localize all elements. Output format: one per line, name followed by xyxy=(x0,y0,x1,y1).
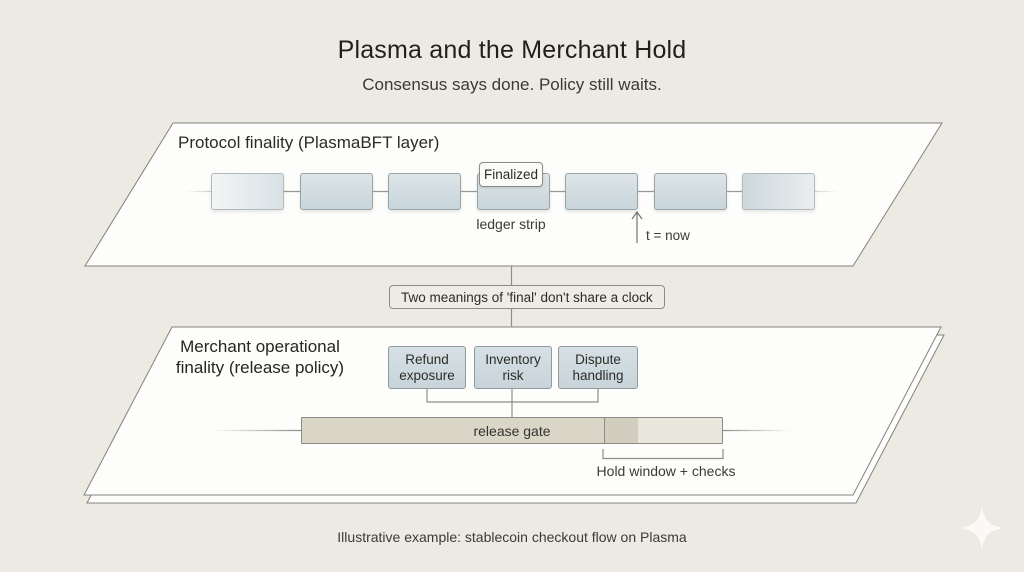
page-subtitle: Consensus says done. Policy still waits. xyxy=(362,75,662,94)
risk-box-dispute: Dispute handling xyxy=(558,346,638,389)
merchant-layer-label-line1: Merchant operational xyxy=(180,337,340,356)
release-gate-open-segment xyxy=(302,418,604,443)
bridge-badge: Two meanings of 'final' don't share a cl… xyxy=(389,285,665,309)
finalized-badge: Finalized xyxy=(479,162,543,187)
merchant-layer-label: Merchant operational finality (release p… xyxy=(160,336,360,378)
merchant-layer-label-line2: finality (release policy) xyxy=(175,358,345,377)
now-marker-arrow xyxy=(631,210,643,243)
footer-caption: Illustrative example: stablecoin checkou… xyxy=(337,529,687,545)
release-gate-label: release gate xyxy=(473,422,551,439)
release-gate-hold-segment xyxy=(604,418,638,443)
ledger-strip-label: ledger strip xyxy=(476,216,546,232)
risk-box-inventory: Inventory risk xyxy=(474,346,552,389)
risk-box-refund: Refund exposure xyxy=(388,346,466,389)
release-gate-tail-segment xyxy=(638,418,722,443)
now-marker-label: t = now xyxy=(646,228,690,243)
release-gate-bar xyxy=(301,417,723,444)
hold-window-label: Hold window + checks xyxy=(596,463,736,479)
page-title: Plasma and the Merchant Hold xyxy=(337,36,687,64)
hold-bracket xyxy=(602,449,724,460)
risk-connectors xyxy=(426,389,599,417)
protocol-layer-label: Protocol finality (PlasmaBFT layer) xyxy=(178,133,440,152)
sparkle-icon xyxy=(961,507,1003,549)
